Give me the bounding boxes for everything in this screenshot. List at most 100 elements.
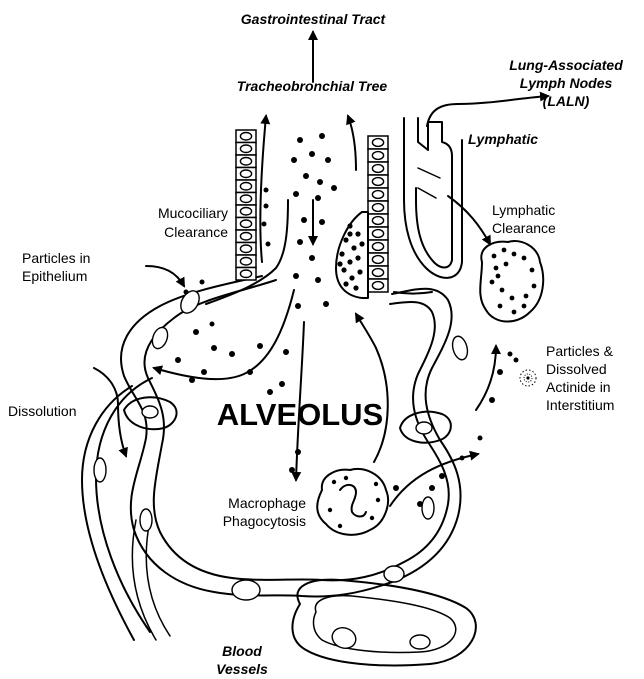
alveolar-macrophage: [317, 469, 388, 535]
cell-nucleus: [240, 158, 251, 166]
cell-nucleus: [240, 270, 251, 278]
label-particles-epithelium-2: Epithelium: [22, 268, 87, 284]
label-particles-dissolved-1: Particles &: [546, 343, 614, 359]
particle: [297, 137, 303, 143]
labels: Gastrointestinal Tract Tracheobronchial …: [8, 11, 623, 677]
particle: [490, 280, 495, 285]
particle: [325, 157, 331, 163]
particle: [210, 322, 215, 327]
label-particles-dissolved-3: Actinide in: [546, 379, 611, 395]
particle: [309, 255, 315, 261]
arrow-to-epithelium: [154, 290, 294, 379]
particle: [339, 251, 344, 256]
particle: [229, 351, 235, 357]
particle: [374, 482, 378, 486]
particle: [489, 397, 495, 403]
particle: [301, 217, 307, 223]
bronchiole-right-wall: [394, 292, 432, 294]
particle: [344, 476, 348, 480]
particle: [429, 485, 435, 491]
particle: [283, 349, 289, 355]
label-laln-line1: Lung-Associated: [509, 57, 623, 73]
particle: [315, 277, 321, 283]
particle: [512, 310, 517, 315]
label-macrophage-2: Phagocytosis: [223, 513, 306, 529]
cell-nucleus: [240, 208, 251, 216]
arrow-to-laln: [427, 96, 548, 126]
arrow-lymphatic-clearance: [448, 196, 490, 244]
lymphatic-macrophage: [480, 241, 543, 322]
label-lymphatic-clearance-1: Lymphatic: [492, 202, 555, 218]
cell-nucleus: [240, 258, 251, 266]
particle: [200, 280, 205, 285]
label-laln-line2: Lymph Nodes: [520, 75, 613, 91]
particle: [297, 239, 303, 245]
particle: [319, 133, 325, 139]
particle: [494, 266, 499, 271]
arrow-particles-epithelium: [146, 266, 184, 286]
cell-nucleus: [372, 152, 383, 160]
arrow-dissolution: [94, 368, 126, 456]
type-two-cell-left: [124, 397, 177, 429]
particle: [343, 281, 348, 286]
particle: [331, 185, 337, 191]
label-particles-epithelium-1: Particles in: [22, 250, 90, 266]
cell-nucleus: [372, 204, 383, 212]
label-laln-line3: (LALN): [543, 93, 590, 109]
cell-nucleus: [240, 170, 251, 178]
particle: [257, 343, 263, 349]
cell-nucleus: [372, 178, 383, 186]
label-blood-2: Vessels: [216, 661, 268, 677]
label-lymphatic-clearance-2: Clearance: [492, 220, 556, 236]
particle: [175, 357, 181, 363]
particle: [323, 301, 329, 307]
epithelium-right: [368, 136, 388, 292]
particle: [504, 262, 509, 267]
particle: [359, 241, 364, 246]
cell-nucleus: [372, 269, 383, 277]
particle: [502, 248, 507, 253]
particle: [524, 294, 529, 299]
cell-nucleus: [240, 195, 251, 203]
particle: [393, 485, 399, 491]
particle: [508, 352, 513, 357]
particle: [343, 237, 348, 242]
particle: [417, 501, 423, 507]
particle: [439, 473, 445, 479]
particle: [291, 157, 297, 163]
arrow-mucociliary-up-right: [348, 116, 356, 170]
particle: [184, 290, 189, 295]
particle: [279, 381, 285, 387]
particle: [267, 389, 273, 395]
particle: [347, 223, 352, 228]
arrows: [94, 32, 548, 506]
particle: [201, 369, 207, 375]
particle: [532, 284, 537, 289]
label-mucociliary-1: Mucociliary: [158, 205, 228, 221]
label-blood-1: Blood: [222, 643, 262, 659]
particle: [376, 498, 380, 502]
arrow-macrophage-interstitium: [390, 454, 478, 506]
label-particles-dissolved-4: Interstitium: [546, 397, 614, 413]
particle: [264, 188, 269, 193]
particle: [497, 369, 503, 375]
particle-clump-right: [336, 212, 368, 298]
particle: [512, 252, 517, 257]
label-macrophage-1: Macrophage: [228, 495, 306, 511]
particle: [492, 254, 497, 259]
cell-nucleus: [372, 282, 383, 290]
cell-nucleus: [240, 233, 251, 241]
cell-nucleus: [372, 243, 383, 251]
particle: [498, 304, 503, 309]
particle: [264, 204, 269, 209]
particle: [319, 219, 325, 225]
particle: [522, 256, 527, 261]
cell-nucleus: [240, 183, 251, 191]
label-tracheobronchial-tree: Tracheobronchial Tree: [237, 78, 388, 94]
cell-nucleus: [240, 145, 251, 153]
particle: [293, 191, 299, 197]
particle: [510, 296, 515, 301]
particle: [289, 467, 295, 473]
particle: [355, 231, 360, 236]
